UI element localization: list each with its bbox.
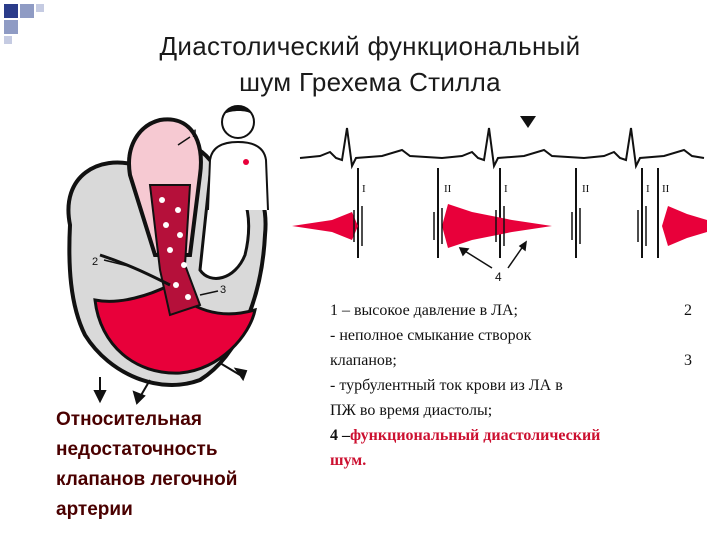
legend-item-3b: ПЖ во время диастолы;	[330, 398, 692, 423]
legend-item-2-line1: - неполное смыкание створок	[330, 323, 531, 348]
legend-item-4-red: функциональный диастолический	[350, 423, 600, 448]
caption-line-4: артерии	[56, 495, 296, 525]
heart-label-2: 2	[92, 256, 98, 268]
sound-label-I-2: I	[504, 183, 508, 195]
patient-figure	[198, 100, 278, 215]
legend-item-3: - турбулентный ток крови из ЛА в	[330, 373, 692, 398]
ecg-phonocardiogram: I II I II I II 4	[292, 108, 712, 283]
title-line-1: Диастолический функциональный	[60, 28, 680, 64]
sound-label-II-1: II	[444, 183, 452, 195]
legend-item-1-text: 1 – высокое давление в ЛА;	[330, 298, 518, 323]
legend-item-2b: клапанов; 3	[330, 348, 692, 373]
legend-item-4-prefix: 4 –	[330, 423, 350, 448]
heart-label-3: 3	[220, 284, 226, 296]
legend-item-3-number: 3	[684, 348, 692, 373]
legend-item-3-line2: ПЖ во время диастолы;	[330, 398, 492, 423]
sound-label-II-2: II	[582, 183, 590, 195]
caption-line-2: недостаточность	[56, 435, 296, 465]
legend-item-3-line1: - турбулентный ток крови из ЛА в	[330, 373, 563, 398]
murmur-label-4: 4	[495, 270, 502, 283]
legend-item-1: 1 – высокое давление в ЛА; 2	[330, 298, 692, 323]
sound-label-I-3: I	[646, 183, 650, 195]
legend-item-2-number: 2	[684, 298, 692, 323]
legend-item-4: 4 – функциональный диастолический	[330, 423, 692, 448]
auscultation-marker	[520, 116, 536, 128]
title-line-2: шум Грехема Стилла	[60, 64, 680, 100]
diagnosis-caption: Относительная недостаточность клапанов л…	[56, 405, 296, 525]
legend-item-2: - неполное смыкание створок	[330, 323, 692, 348]
ecg-trace	[300, 128, 704, 166]
caption-line-1: Относительная	[56, 405, 296, 435]
sound-label-I-1: I	[362, 183, 366, 195]
sound-label-II-3: II	[662, 183, 670, 195]
caption-line-3: клапанов легочной	[56, 465, 296, 495]
legend-item-4b: шум.	[330, 448, 692, 473]
legend: 1 – высокое давление в ЛА; 2 - неполное …	[330, 298, 692, 473]
corner-decoration	[0, 0, 60, 60]
slide-title: Диастолический функциональный шум Грехем…	[60, 28, 680, 100]
legend-item-4-end: шум.	[330, 448, 366, 473]
legend-item-2-line2: клапанов;	[330, 348, 397, 373]
